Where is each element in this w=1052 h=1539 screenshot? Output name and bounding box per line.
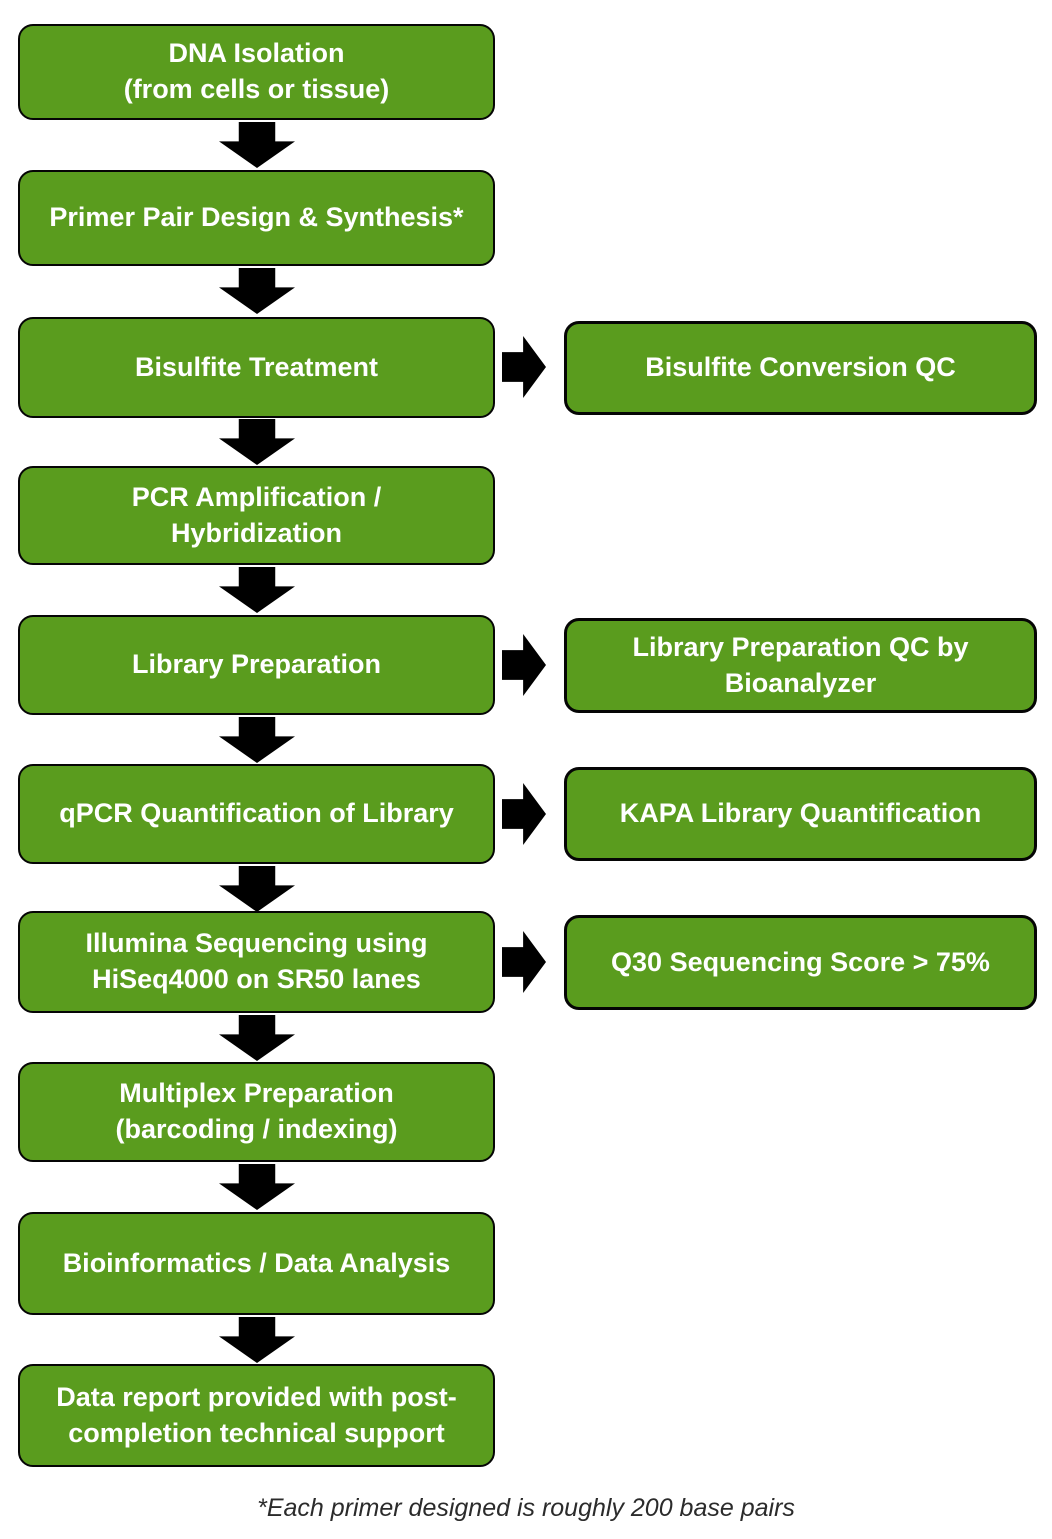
- down-arrow-icon: [219, 1015, 295, 1061]
- step-box-qpcr-quantification: qPCR Quantification of Library: [18, 764, 495, 864]
- step-box-illumina-sequencing: Illumina Sequencing using HiSeq4000 on S…: [18, 911, 495, 1013]
- step-box-bisulfite-treatment: Bisulfite Treatment: [18, 317, 495, 418]
- step-box-bioinformatics: Bioinformatics / Data Analysis: [18, 1212, 495, 1315]
- down-arrow-icon: [219, 1317, 295, 1363]
- down-arrow-icon: [219, 717, 295, 763]
- down-arrow-icon: [219, 268, 295, 314]
- right-arrow-icon: [502, 783, 546, 845]
- step-box-data-report: Data report provided with post- completi…: [18, 1364, 495, 1467]
- footnote: *Each primer designed is roughly 200 bas…: [257, 1494, 795, 1522]
- down-arrow-icon: [219, 122, 295, 168]
- qc-box-bisulfite-conversion: Bisulfite Conversion QC: [564, 321, 1037, 415]
- step-box-library-preparation: Library Preparation: [18, 615, 495, 715]
- down-arrow-icon: [219, 419, 295, 465]
- step-box-primer-design: Primer Pair Design & Synthesis*: [18, 170, 495, 266]
- step-box-pcr-amplification: PCR Amplification / Hybridization: [18, 466, 495, 565]
- step-box-multiplex-preparation: Multiplex Preparation (barcoding / index…: [18, 1062, 495, 1162]
- down-arrow-icon: [219, 1164, 295, 1210]
- down-arrow-icon: [219, 567, 295, 613]
- qc-box-q30-score: Q30 Sequencing Score > 75%: [564, 915, 1037, 1010]
- qc-box-kapa-quantification: KAPA Library Quantification: [564, 767, 1037, 861]
- right-arrow-icon: [502, 336, 546, 398]
- qc-box-library-prep-bioanalyzer: Library Preparation QC by Bioanalyzer: [564, 618, 1037, 713]
- right-arrow-icon: [502, 931, 546, 993]
- down-arrow-icon: [219, 866, 295, 912]
- right-arrow-icon: [502, 634, 546, 696]
- step-box-dna-isolation: DNA Isolation (from cells or tissue): [18, 24, 495, 120]
